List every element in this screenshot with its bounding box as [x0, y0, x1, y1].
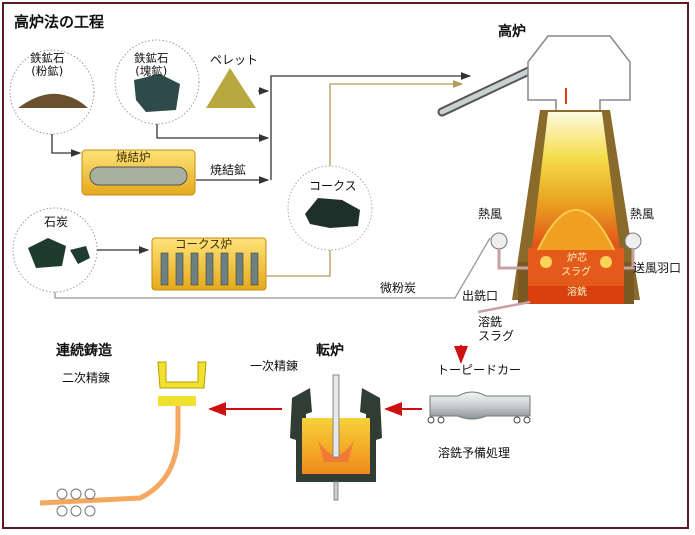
zone-molten-iron-label: 溶銑: [567, 287, 587, 298]
iron-ore-fine-label: 鉄鉱石 (粉鉱): [30, 51, 65, 79]
iron-ore-lump-line1: 鉄鉱石: [134, 51, 169, 65]
sinter-plant-label: 焼結炉: [116, 150, 151, 164]
coke-oven-label: コークス炉: [175, 237, 233, 251]
iron-ore-fine-circle: [9, 49, 95, 135]
blast-furnace: [477, 35, 642, 314]
zone-core-label: 炉芯: [567, 253, 587, 264]
iron-ore-fine-line2: (粉鉱): [31, 64, 64, 79]
flow-lines: [51, 72, 472, 254]
zone-slag-label: スラグ: [561, 267, 591, 278]
diagram-frame: [2, 2, 689, 529]
process-arrows: [208, 345, 468, 416]
output-molten-iron: 溶銑: [478, 315, 503, 329]
sinter-product-label: 焼結鉱: [210, 163, 247, 177]
furnace-output-label: 溶銑 スラグ: [478, 315, 515, 344]
tuyere-label: 送風羽口: [633, 261, 682, 275]
hot-metal-pretreatment-label: 溶銑予備処理: [438, 446, 511, 460]
iron-ore-lump-circle: [114, 39, 200, 125]
pulverized-coal-line: [54, 237, 491, 299]
torpedo-car: [427, 391, 531, 424]
hot-blast-left-label: 熱風: [478, 207, 503, 221]
converter: [290, 374, 382, 501]
torpedo-car-label: トーピードカー: [437, 363, 522, 377]
coke-line: [266, 80, 464, 277]
pellet-label: ペレット: [210, 53, 259, 67]
coke-circle: [287, 165, 373, 251]
blast-furnace-label: 高炉: [498, 24, 526, 40]
primary-refining-label: 一次精錬: [250, 359, 299, 373]
pulverized-coal-label: 微粉炭: [380, 281, 417, 295]
coke-label: コークス: [309, 179, 357, 193]
continuous-caster: [39, 361, 207, 517]
pellet-pile: [206, 68, 256, 108]
iron-ore-fine-line1: 鉄鉱石: [30, 51, 65, 65]
secondary-refining-label: 二次精錬: [62, 371, 111, 385]
sinter-plant: [81, 149, 196, 196]
converter-label: 転炉: [316, 343, 344, 359]
output-slag: スラグ: [478, 328, 515, 343]
diagram-title: 高炉法の工程: [14, 13, 105, 31]
iron-ore-lump-line2: (塊鉱): [135, 64, 168, 79]
iron-ore-lump-label: 鉄鉱石 (塊鉱): [134, 51, 169, 79]
hot-blast-right-label: 熱風: [630, 207, 655, 221]
coke-oven: [151, 237, 267, 291]
continuous-casting-label: 連続鋳造: [56, 343, 112, 359]
coal-label: 石炭: [44, 215, 69, 229]
tap-hole-label: 出銑口: [462, 289, 499, 303]
